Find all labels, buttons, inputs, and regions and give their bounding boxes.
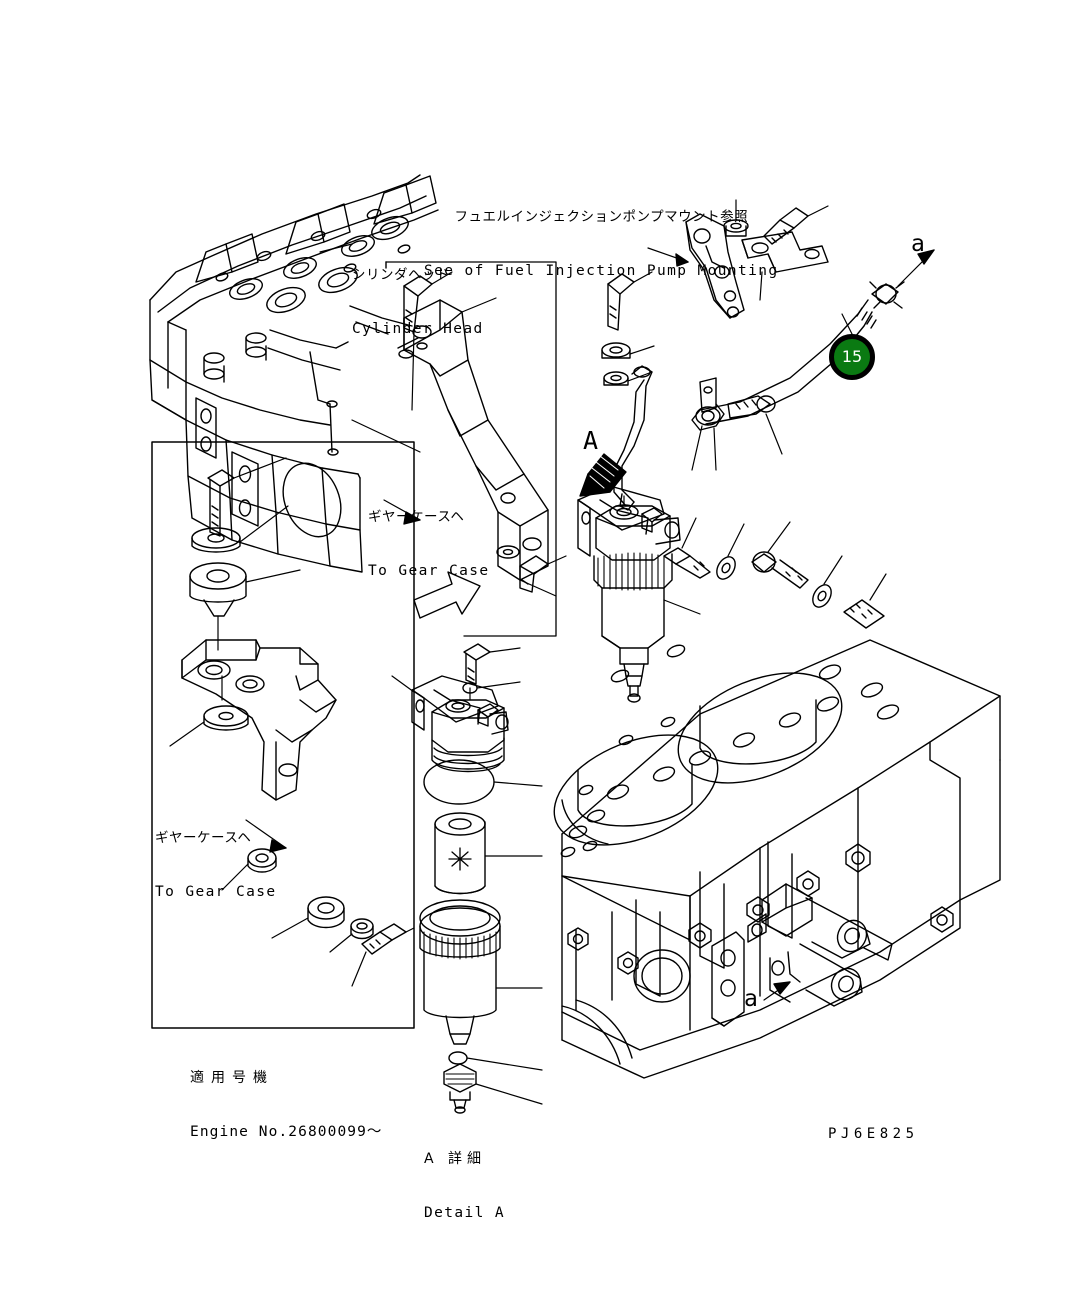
long-mount-bracket [403, 297, 557, 597]
bracket-callout-frame [385, 261, 557, 637]
section-arrow-a [579, 453, 627, 497]
bolt-washer-column [403, 271, 655, 511]
label-to-gear-case-lower-jp: ギヤーケースヘ [155, 829, 252, 846]
cylinder-head-assembly [149, 174, 439, 573]
label-detail-a-jp: A 詳細 [424, 1150, 487, 1167]
label-to-gear-case-lower: ギヤーケースヘ To Gear Case [155, 793, 277, 939]
block-fasteners [567, 843, 954, 975]
fuel-filter-assembly [577, 485, 701, 703]
label-detail-a: A 詳細 Detail A [424, 1113, 505, 1260]
gear-case-leader-upper [383, 499, 421, 525]
item-number-bubble-15[interactable]: 15 [829, 334, 875, 380]
bracket-bolt [519, 555, 567, 593]
cylinder-block [553, 639, 1001, 1079]
engine-no-inset-box [151, 441, 415, 1029]
label-pump-mounting-en: See of Fuel Injection Pump Mounting [424, 263, 779, 280]
callout-letter-a-top: a [911, 231, 925, 257]
fuel-connector-cluster [747, 883, 893, 1007]
label-to-gear-case-lower-en: To Gear Case [155, 884, 277, 901]
callout-letter-a-block: a [744, 986, 758, 1012]
inset-bracket-assembly [169, 457, 481, 987]
label-engine-number-en: Engine No.26800099〜 [190, 1124, 383, 1141]
label-to-gear-case-upper: ギヤーケースヘ To Gear Case [368, 472, 490, 618]
fuel-line-item-15 [691, 249, 935, 471]
detail-a-exploded-filter [391, 643, 543, 1114]
label-engine-number: 適用号機 Engine No.26800099〜 [190, 1032, 383, 1179]
label-cylinder-head-jp: シリンダヘッド [352, 266, 450, 283]
label-to-gear-case-upper-jp: ギヤーケースヘ [368, 508, 465, 525]
label-detail-a-en: Detail A [424, 1205, 506, 1222]
section-marker-a: A [583, 426, 599, 455]
label-cylinder-head-en: Cylinder Head [352, 321, 484, 338]
label-pump-mounting: フュエルインジェクションポンプマウント参照 See of Fuel Inject… [424, 172, 779, 318]
label-pump-mounting-jp: フュエルインジェクションポンプマウント参照 [454, 208, 749, 225]
bracket-washer [496, 545, 520, 559]
filter-fastener-row [663, 517, 887, 629]
item-number-bubble-15-label: 15 [841, 347, 863, 366]
label-to-gear-case-upper-en: To Gear Case [368, 563, 490, 580]
drawing-number: PJ6E825 [828, 1126, 919, 1142]
label-engine-number-jp: 適用号機 [190, 1069, 274, 1086]
pump-mounting-bracket [647, 199, 829, 319]
label-cylinder-head: シリンダヘッド Cylinder Head [352, 230, 484, 376]
